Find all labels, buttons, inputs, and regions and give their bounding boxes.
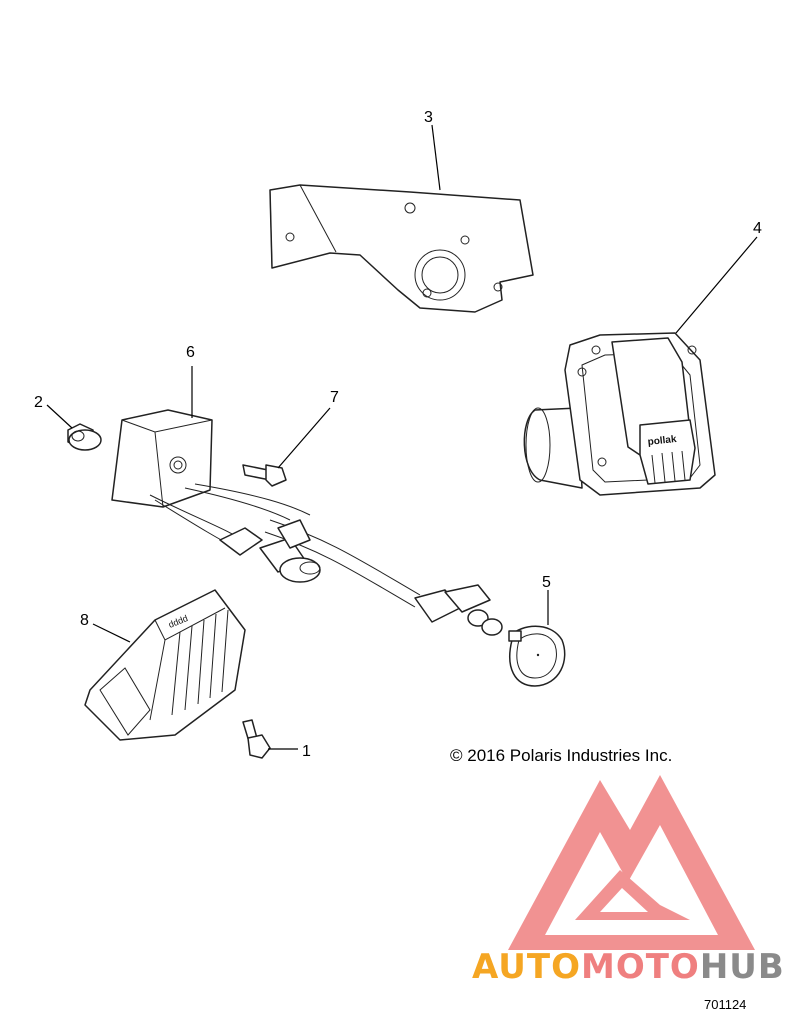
- callout-8: 8: [80, 612, 89, 629]
- callout-2: 2: [34, 394, 43, 411]
- watermark-text: AUTOMOTOHUB: [472, 947, 785, 987]
- callout-1: 1: [302, 743, 311, 760]
- part-2-flange-nut: [67, 423, 102, 451]
- watermark-logo-icon: [508, 775, 755, 950]
- pollak-logo: pollak: [647, 434, 677, 448]
- callout-4: 4: [753, 220, 762, 237]
- part-4-trailer-socket: pollak: [523, 332, 716, 496]
- callout-7: 7: [330, 389, 339, 406]
- part-7-bolt: [242, 464, 287, 487]
- copyright-text: © 2016 Polaris Industries Inc.: [450, 746, 672, 765]
- part-8-regulator: dddd: [84, 589, 246, 741]
- callout-6: 6: [186, 344, 195, 361]
- figure-number: 701124: [704, 997, 746, 1012]
- part-1-bolt: [242, 719, 271, 759]
- part-3-bracket: [269, 184, 534, 313]
- callout-5: 5: [542, 574, 551, 591]
- callout-3: 3: [424, 109, 433, 126]
- part-6-module-harness: [111, 409, 503, 636]
- part-5-cable-tie: [508, 625, 566, 687]
